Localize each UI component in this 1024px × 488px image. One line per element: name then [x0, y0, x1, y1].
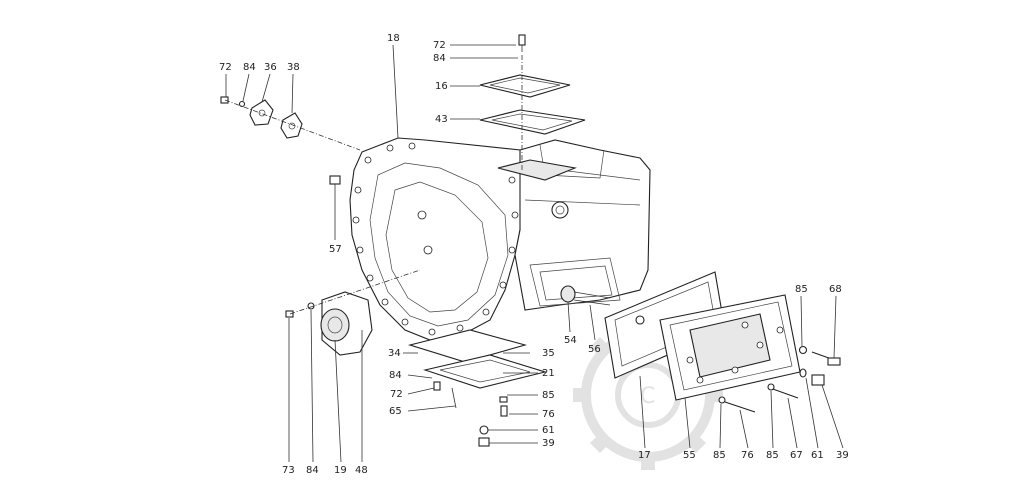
plug-39-right: [811, 374, 825, 386]
bottom-plate-35: [407, 329, 528, 363]
top-bolt: [518, 34, 526, 52]
top-cover-plate: [479, 74, 571, 98]
callout-84-top: 84: [433, 53, 446, 64]
callout-65: 65: [389, 406, 402, 417]
callout-61-bottom: 61: [811, 450, 824, 461]
callout-67: 67: [790, 450, 803, 461]
callout-84-left: 84: [243, 62, 256, 73]
bottom-gasket-21: [422, 354, 548, 389]
callout-38: 38: [287, 62, 300, 73]
washer-84-left: [238, 100, 246, 108]
bolt-67: [769, 387, 799, 399]
callout-85-bottom: 85: [713, 450, 726, 461]
callout-16: 16: [435, 81, 448, 92]
bottom-bolts: [433, 381, 508, 447]
callout-72-left: 72: [219, 62, 232, 73]
small-cover-38: [280, 112, 303, 139]
callout-76-bottom: 76: [741, 450, 754, 461]
callout-68: 68: [829, 284, 842, 295]
washer-85-bottom-2: [767, 383, 775, 391]
top-gasket: [479, 109, 586, 135]
front-cover: [320, 291, 373, 356]
leader-lines: [225, 44, 844, 463]
callout-34: 34: [388, 348, 401, 359]
callout-43: 43: [435, 114, 448, 125]
washer-85-bottom: [718, 396, 726, 404]
small-cover-36: [249, 99, 274, 126]
callout-85-bottom-2: 85: [766, 450, 779, 461]
callout-35: 35: [542, 348, 555, 359]
bolt-73: [285, 310, 294, 318]
callout-84-mid: 84: [389, 370, 402, 381]
callout-54: 54: [564, 335, 577, 346]
callout-19: 19: [334, 465, 347, 476]
callout-36: 36: [264, 62, 277, 73]
callout-17: 17: [638, 450, 651, 461]
shaft-54: [560, 285, 611, 306]
washer-61-right: [799, 368, 807, 378]
callout-39-bottom: 39: [836, 450, 849, 461]
callout-56: 56: [588, 344, 601, 355]
callout-73: 73: [282, 465, 295, 476]
small-bolt-72-left: [220, 96, 229, 104]
clutch-housing: [349, 137, 651, 341]
callout-72-mid: 72: [390, 389, 403, 400]
callout-61-mid: 61: [542, 425, 555, 436]
callout-55: 55: [683, 450, 696, 461]
svg-text:C: C: [640, 384, 655, 409]
bolt-68: [811, 351, 841, 366]
callout-21: 21: [542, 368, 555, 379]
callout-18: 18: [387, 33, 400, 44]
bolt-76-bottom: [724, 401, 756, 413]
side-cover-55: [659, 294, 801, 401]
callout-76-mid: 76: [542, 409, 555, 420]
callout-72-top: 72: [433, 40, 446, 51]
plug-57: [329, 175, 341, 185]
callout-85-right: 85: [795, 284, 808, 295]
callout-85-mid: 85: [542, 390, 555, 401]
callout-57: 57: [329, 244, 342, 255]
callout-84-bottom: 84: [306, 465, 319, 476]
callout-39-mid: 39: [542, 438, 555, 449]
washer-85-right: [798, 345, 808, 355]
callout-48: 48: [355, 465, 368, 476]
